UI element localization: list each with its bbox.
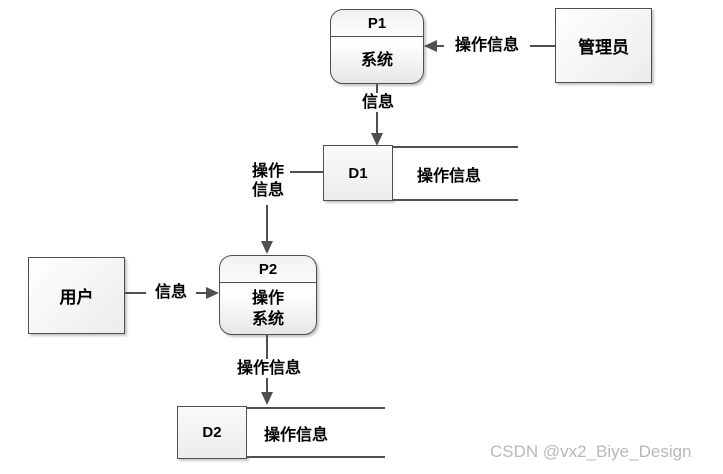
entity-admin: 管理员 <box>555 8 652 83</box>
datastore-d2-content: 操作信息 <box>247 407 385 458</box>
flow-label-d1-p2-line2: 信息 <box>251 182 284 199</box>
flow-label-user-p2: 信息 <box>146 283 196 302</box>
flow-line-p2-d2-upper <box>266 335 268 359</box>
arrowhead-down-icon <box>371 133 383 146</box>
process-p2-id: P2 <box>220 256 316 283</box>
flow-label-p1-d1: 信息 <box>355 93 401 112</box>
process-p2-name-line1: 操作 <box>251 289 284 307</box>
process-p1: P1 系统 <box>330 9 424 84</box>
process-p1-id: P1 <box>331 10 423 37</box>
arrowhead-left-icon <box>424 40 437 52</box>
entity-user: 用户 <box>28 257 125 334</box>
process-p2-name-line2: 系统 <box>251 310 284 328</box>
flow-connector-d1 <box>290 171 323 173</box>
flow-line-p2-d2-lower <box>266 378 268 394</box>
flow-label-admin-p1: 操作信息 <box>444 36 530 55</box>
datastore-d1-content: 操作信息 <box>393 146 518 201</box>
arrowhead-down-icon <box>261 392 273 405</box>
flow-line-d1-p2 <box>266 205 268 243</box>
process-p2-name: 操作 系统 <box>220 283 316 334</box>
flow-label-p2-d2: 操作信息 <box>229 359 309 378</box>
watermark: CSDN @vx2_Biye_Design <box>490 442 692 461</box>
arrowhead-down-icon <box>261 241 273 254</box>
flow-label-d1-p2: 操作 信息 <box>242 162 294 200</box>
flow-label-d1-p2-line1: 操作 <box>251 163 284 180</box>
arrowhead-right-icon <box>206 287 219 299</box>
process-p2: P2 操作 系统 <box>219 255 317 335</box>
process-p1-name: 系统 <box>360 51 393 69</box>
datastore-d2-id: D2 <box>177 406 247 459</box>
datastore-d1-id: D1 <box>323 145 393 201</box>
